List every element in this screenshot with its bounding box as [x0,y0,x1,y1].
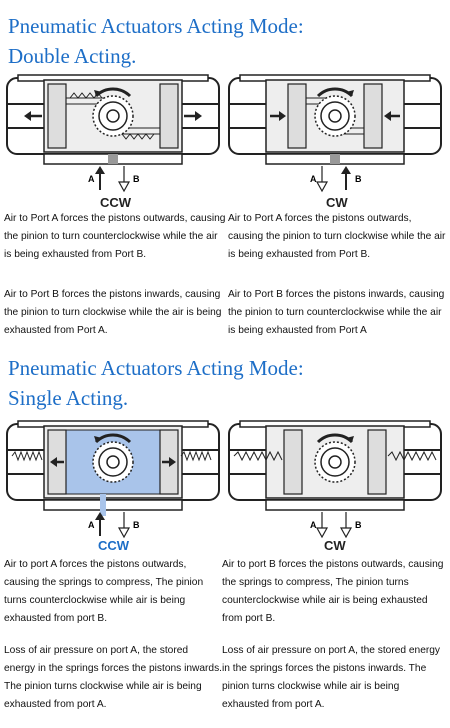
single-title-line2: Single Acting. [8,386,129,410]
single-cw-diagram: A B CW [228,420,442,553]
double-cw-description-2: Air to Port B forces the pistons inwards… [228,289,445,336]
double-ccw-direction-label: CCW [100,195,132,210]
single-ccw-description-1: Air to port A forces the pistons outward… [4,559,204,624]
single-cw-port-b-label: B [355,520,362,530]
double-ccw-description-1: Air to Port A forces the pistons outward… [4,213,226,260]
double-cw-port-a-label: A [310,174,317,184]
single-cw-description-2: Loss of air pressure on port A, the stor… [222,645,441,710]
single-title-line1: Pneumatic Actuators Acting Mode: [8,356,304,380]
double-title-line1: Pneumatic Actuators Acting Mode: [8,14,304,38]
double-ccw-diagram: A B CCW [6,74,220,210]
double-cw-port-b-label: B [355,174,362,184]
single-ccw-diagram: A B CCW [6,420,220,553]
single-cw-direction-label: CW [324,538,346,553]
single-ccw-direction-label: CCW [98,538,130,553]
double-title-line2: Double Acting. [8,44,137,68]
double-ccw-port-b-label: B [133,174,140,184]
single-cw-port-a-label: A [310,520,317,530]
double-ccw-description-2: Air to Port B forces the pistons inwards… [4,289,222,336]
single-cw-description-1: Air to port B forces the pistons outward… [222,559,444,624]
double-ccw-port-a-label: A [88,174,95,184]
double-cw-diagram: A B CW [228,74,442,210]
double-cw-direction-label: CW [326,195,348,210]
single-ccw-description-2: Loss of air pressure on port A, the stor… [4,645,223,710]
double-cw-description-1: Air to Port A forces the pistons outward… [228,213,446,260]
single-ccw-port-a-label: A [88,520,95,530]
single-ccw-port-b-label: B [133,520,140,530]
